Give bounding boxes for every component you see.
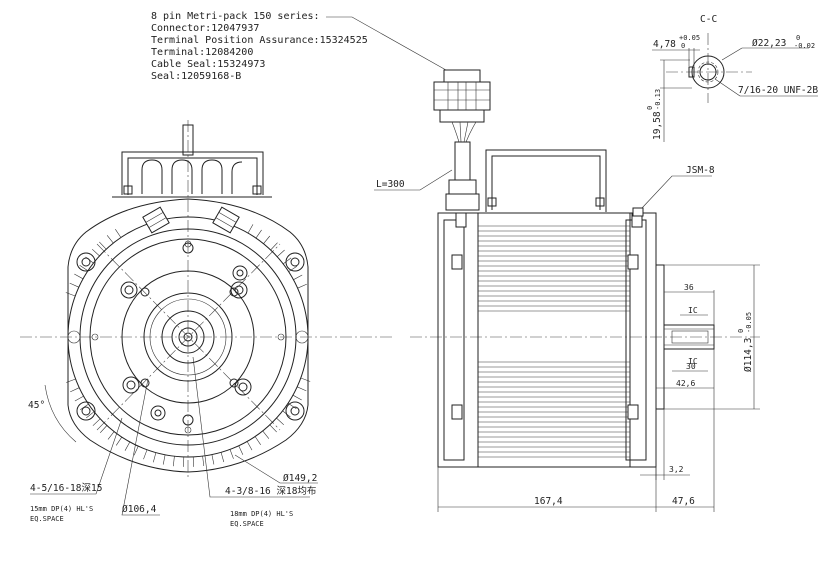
- holes-a-label: 4-5/16-18深15: [30, 483, 102, 494]
- body-len: 167,4: [534, 496, 563, 507]
- svg-text:-0.13: -0.13: [654, 89, 662, 110]
- note-leader: [326, 16, 447, 71]
- shaft-mark-bot: IC: [688, 357, 698, 366]
- shaft-dia: Ø22,23: [752, 38, 786, 49]
- connector-notes: 8 pin Metri-pack 150 series: Connector:1…: [151, 11, 447, 82]
- holes-a-note2: EQ.SPACE: [30, 515, 64, 523]
- dia-bolt: Ø106,4: [122, 504, 157, 515]
- note-line-3: Terminal Position Assurance:15324525: [151, 35, 368, 46]
- note-line-1: 8 pin Metri-pack 150 series:: [151, 11, 320, 22]
- key-width-tol: +0.05: [679, 34, 700, 42]
- holes-b-label: 4-3/8-16 深18均布: [225, 485, 316, 497]
- flange-thk: 3,2: [669, 465, 684, 474]
- svg-text:0: 0: [796, 34, 800, 42]
- note-line-6: Seal:12059168-B: [151, 71, 241, 82]
- key-depth: 19,58: [652, 111, 663, 140]
- key-len: 30: [686, 362, 696, 371]
- angle-label: 45°: [28, 400, 45, 411]
- svg-text:-0.05: -0.05: [745, 312, 753, 333]
- svg-text:0: 0: [646, 106, 654, 110]
- holes-b-note1: 18mm DP(4) HL'S: [230, 510, 293, 518]
- cable-length: L=300: [376, 179, 405, 190]
- pilot-dia: Ø114,3: [743, 338, 754, 372]
- front-view: 45° Ø149,2 Ø106,4 4-5/16-18深15 15mm DP(4…: [20, 120, 392, 528]
- section-c-c: C-C 4,78 +0.05 0 Ø22,23 0 -0.02 7/16-20 …: [646, 14, 818, 142]
- shoulder-len: 42,6: [676, 379, 695, 388]
- connector-plug: [433, 69, 491, 211]
- note-line-5: Cable Seal:15324973: [151, 59, 265, 70]
- svg-text:-0.02: -0.02: [794, 42, 815, 50]
- vent-label: JSM-8: [686, 165, 715, 176]
- overall-len: 47,6: [672, 496, 695, 507]
- note-line-4: Terminal:12084200: [151, 47, 253, 58]
- svg-text:0: 0: [681, 42, 685, 50]
- section-title: C-C: [700, 14, 717, 25]
- dia-outer: Ø149,2: [283, 473, 317, 484]
- holes-a-note1: 15mm DP(4) HL'S: [30, 505, 93, 513]
- side-view: L=300 JSM-8 36 IC: [374, 69, 760, 512]
- key-width: 4,78: [653, 39, 676, 50]
- note-line-2: Connector:12047937: [151, 23, 259, 34]
- shaft-len: 36: [684, 283, 694, 292]
- shaft-mark-top: IC: [688, 306, 698, 315]
- thread-spec: 7/16-20 UNF-2B: [738, 85, 818, 96]
- svg-text:0: 0: [737, 329, 745, 333]
- holes-b-note2: EQ.SPACE: [230, 520, 264, 528]
